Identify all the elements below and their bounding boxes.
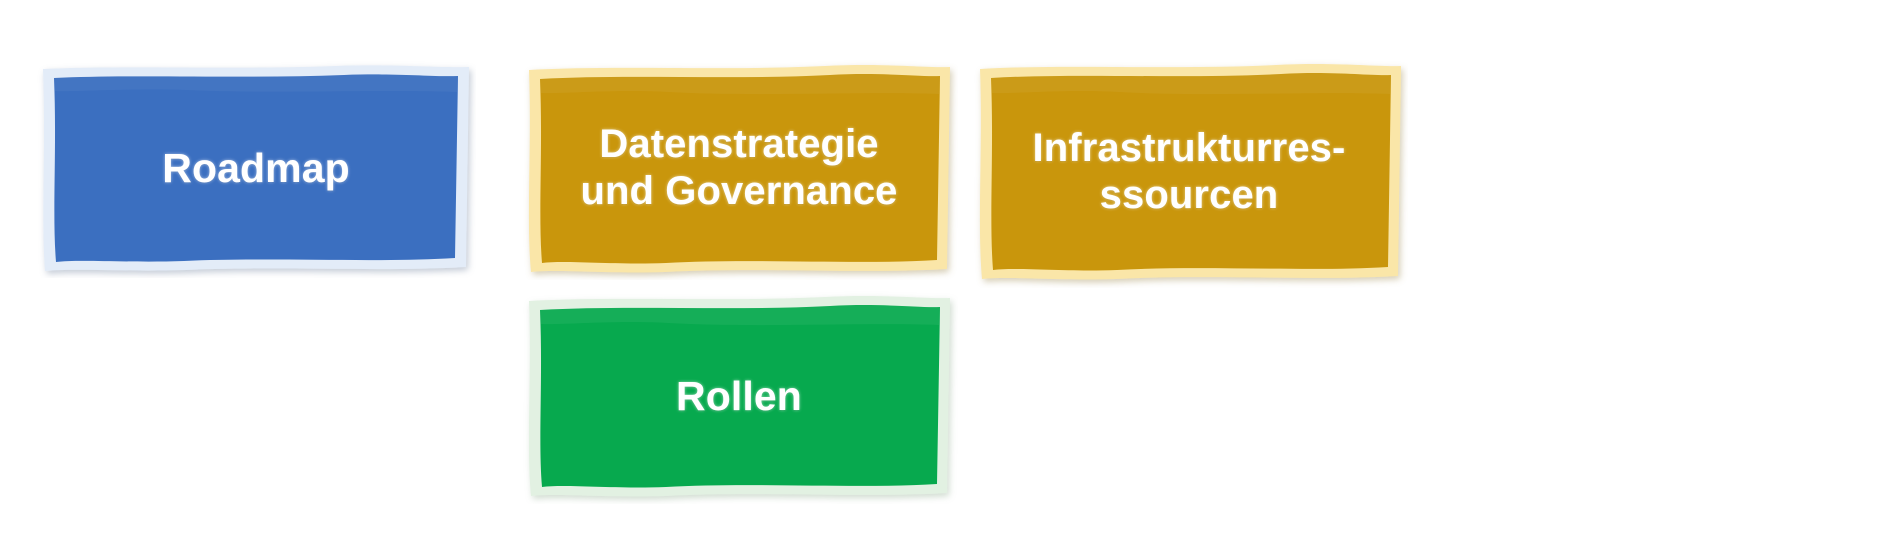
diagram-node-infrastruktur-label: Infrastrukturres- ssourcen [1032,125,1346,217]
diagram-node-datenstrategie[interactable]: Datenstrategie und Governance [520,56,958,280]
diagram-node-roadmap[interactable]: Roadmap [36,58,476,278]
diagram-node-roadmap-label: Roadmap [162,144,350,191]
diagram-node-rollen-label: Rollen [676,372,802,419]
diagram-node-rollen[interactable]: Rollen [520,288,958,504]
diagram-node-infrastruktur[interactable]: Infrastrukturres- ssourcen [970,56,1408,288]
diagram-node-datenstrategie-label: Datenstrategie und Governance [580,121,898,213]
